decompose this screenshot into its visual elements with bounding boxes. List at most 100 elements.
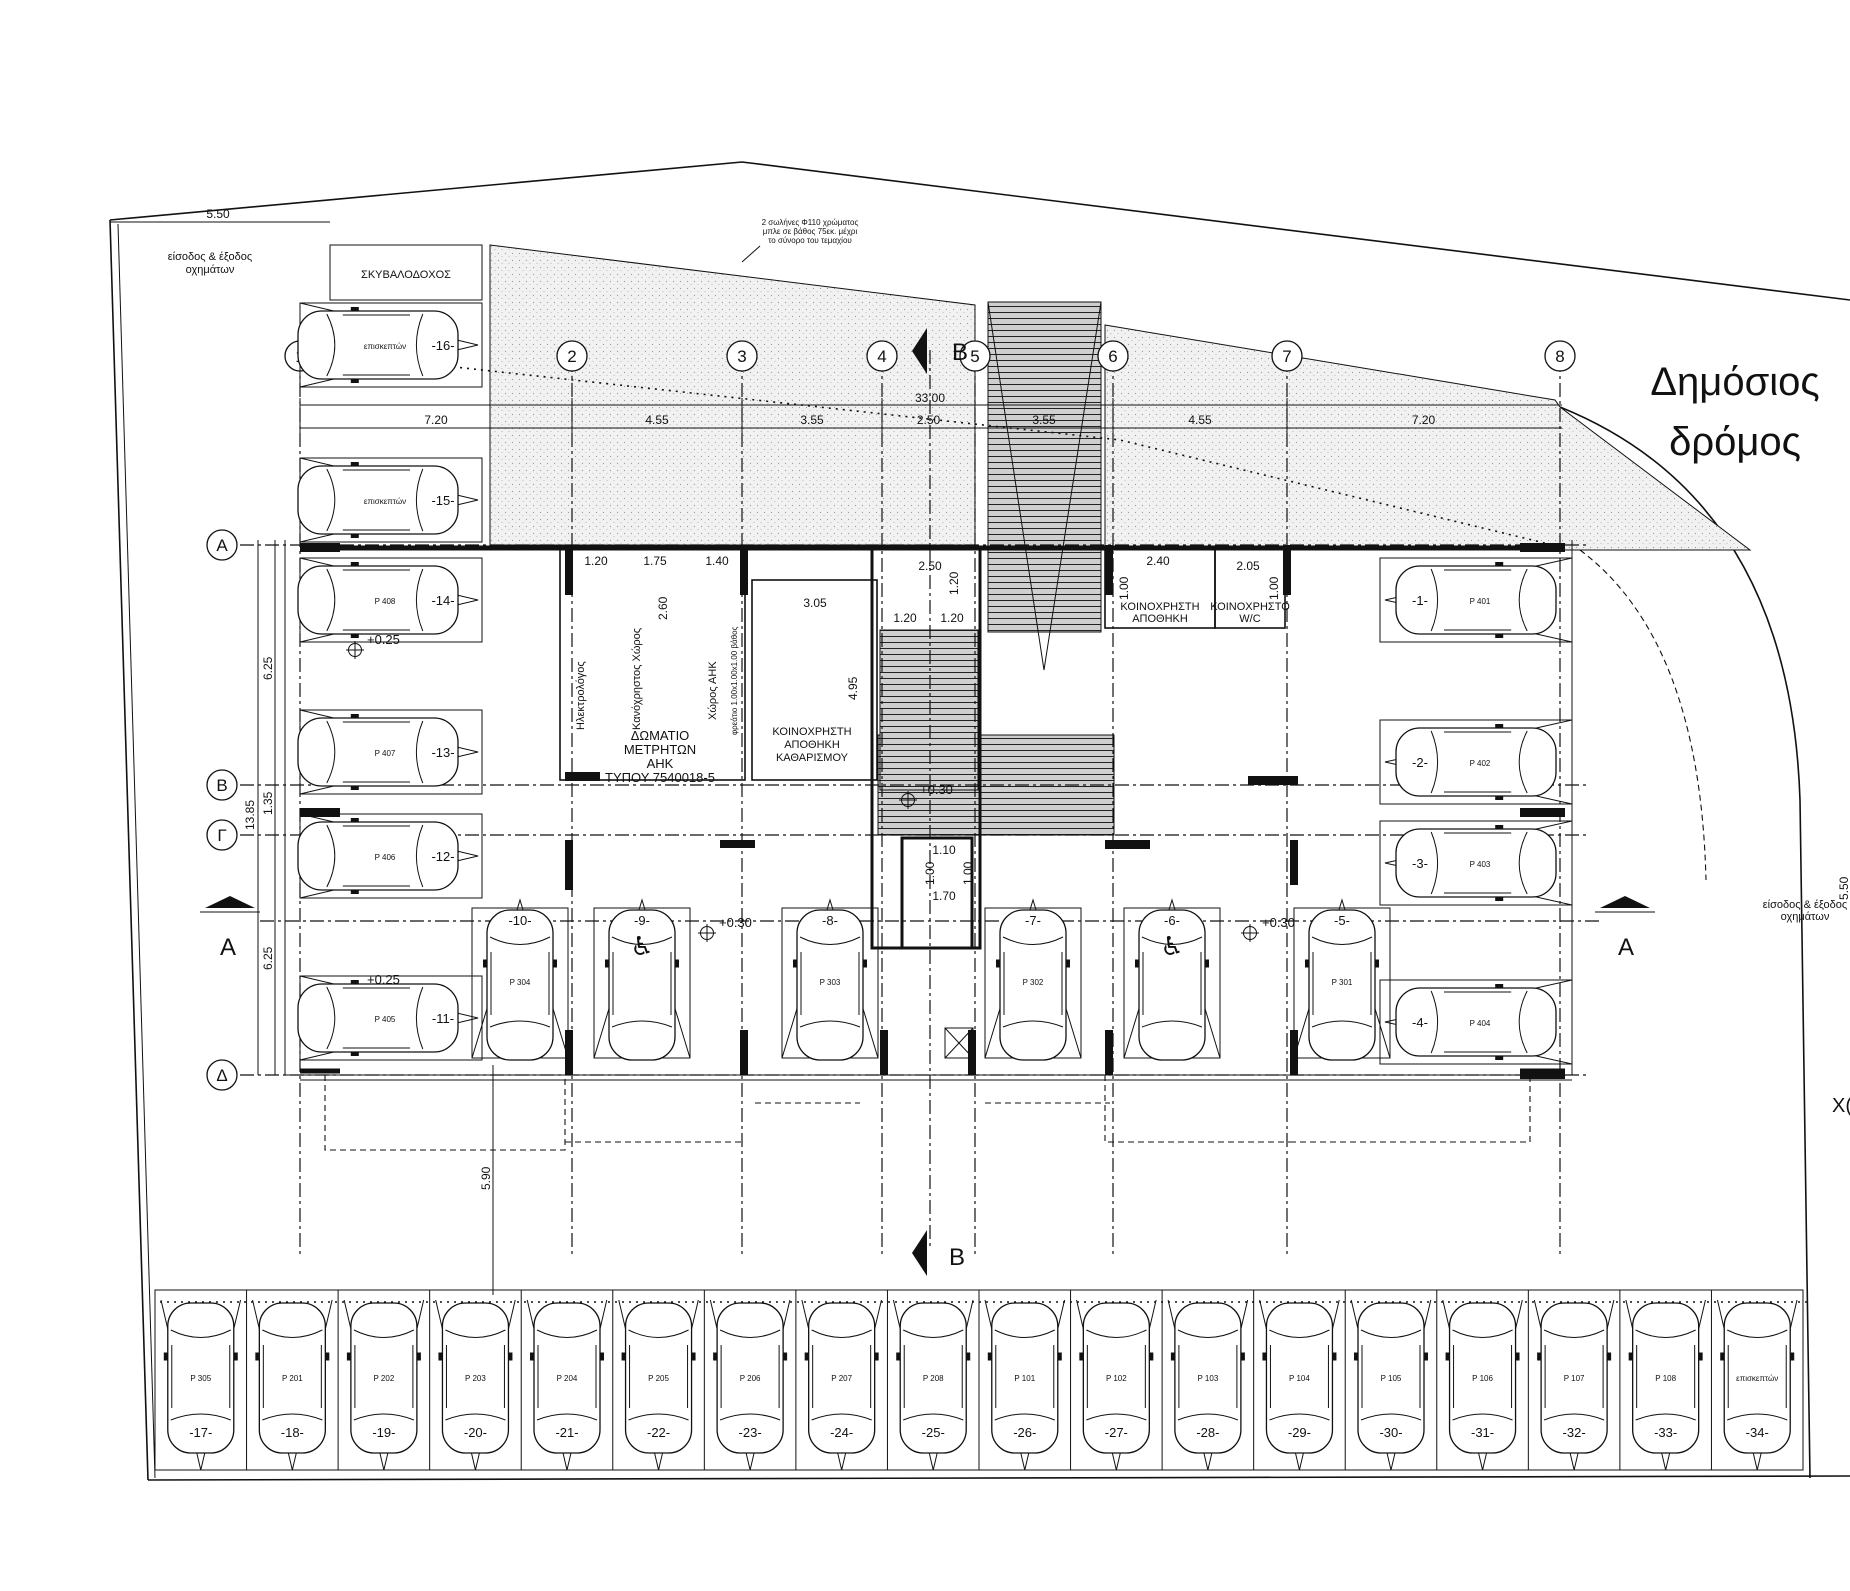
grid-bubble-4 bbox=[866, 340, 898, 372]
parking-space-middle-4: -7-P 302 bbox=[984, 898, 1082, 1061]
parking-space-owner: P 108 bbox=[1655, 1374, 1676, 1383]
parking-space-owner: P 305 bbox=[190, 1374, 211, 1383]
parking-space-number: -34- bbox=[1746, 1425, 1769, 1440]
dim-span-6: 4.55 bbox=[1188, 413, 1212, 427]
dim-span-1: 7.20 bbox=[424, 413, 448, 427]
wheelchair-icon: ♿ bbox=[630, 931, 653, 961]
car-icon bbox=[297, 818, 459, 894]
storage-room-label-2: ΑΠΟΘΗΚΗ bbox=[1132, 613, 1188, 625]
parking-space-bottom-6: P 205-22- bbox=[612, 1290, 699, 1471]
road-label-2: δρόμος bbox=[1669, 420, 1801, 464]
lift-shaft bbox=[900, 836, 974, 950]
plot-boundary-bottom bbox=[147, 1475, 1850, 1481]
grid-bubble-row-2 bbox=[206, 769, 238, 801]
cleaning-room-walls bbox=[751, 579, 878, 781]
car-icon bbox=[1170, 1302, 1245, 1454]
entrance-label-1: είσοδος & έξοδος bbox=[168, 251, 252, 263]
column-4 bbox=[740, 545, 748, 595]
dim-span-5: 3.55 bbox=[1032, 413, 1056, 427]
car-icon bbox=[793, 909, 867, 1061]
grid-number-8: 8 bbox=[1555, 347, 1564, 366]
column-2 bbox=[1520, 543, 1565, 552]
grid-bubble-row-4 bbox=[206, 1059, 238, 1091]
meter-room-label-1: ΔΩΜΑΤΙΟ bbox=[631, 728, 690, 743]
parking-space-owner: P 302 bbox=[1023, 978, 1044, 987]
column-8 bbox=[565, 1030, 573, 1075]
grid-letter-4: Δ bbox=[216, 1066, 227, 1085]
inner-dim-18: 1.00 bbox=[961, 861, 975, 885]
parking-space-bottom-1: P 305 -17- bbox=[160, 1299, 242, 1471]
pipe-note-1: 2 σωλήνες Φ110 χρώματος bbox=[762, 218, 859, 227]
car-icon bbox=[530, 1302, 604, 1454]
parking-space-bottom-18: επισκεπτών-34- bbox=[1710, 1290, 1798, 1471]
entrance-label-right-2: οχημάτων bbox=[1781, 911, 1830, 923]
entrance-label-right-1: είσοδος & έξοδος bbox=[1763, 899, 1847, 911]
side-dim-3: 1.35 bbox=[261, 791, 275, 815]
parking-space-number: -15- bbox=[431, 493, 454, 508]
parking-space-number: -3- bbox=[1412, 856, 1428, 871]
road-curve bbox=[1559, 406, 1811, 1479]
parking-space-owner: επισκεπτών bbox=[364, 497, 406, 506]
inner-dim-14: 1.00 bbox=[1267, 576, 1281, 600]
car-icon bbox=[297, 562, 459, 638]
parking-space-number: -26- bbox=[1013, 1425, 1036, 1440]
parking-space-outline bbox=[1379, 820, 1573, 906]
plot-boundary-inner-left bbox=[117, 223, 156, 1479]
parking-space-bottom-10: P 101-26- bbox=[978, 1290, 1066, 1471]
side-dim-4: 6.25 bbox=[261, 946, 275, 970]
road-label-1: Δημόσιος bbox=[1650, 360, 1819, 404]
parking-space-owner: P 202 bbox=[374, 1374, 395, 1383]
storage-room-label-1: ΚΟΙΝΟΧΡΗΣΤΗ bbox=[1120, 601, 1199, 613]
ahk-space-label: Χώρος ΑΗΚ bbox=[707, 661, 719, 720]
column-18 bbox=[300, 808, 340, 817]
trash-room bbox=[329, 244, 483, 301]
dim-span-2: 4.55 bbox=[645, 413, 669, 427]
parking-space-bottom-15: P 106-31- bbox=[1436, 1290, 1523, 1471]
parking-space-number: -24- bbox=[830, 1425, 853, 1440]
parking-space-owner: P 401 bbox=[1470, 597, 1491, 606]
grid-number-6: 6 bbox=[1108, 347, 1117, 366]
parking-space-number: -25- bbox=[922, 1425, 945, 1440]
section-mark-b-top: B bbox=[912, 328, 968, 374]
parking-space-owner: P 208 bbox=[923, 1374, 944, 1383]
grid-letter-2: Β bbox=[216, 776, 227, 795]
grid-bubble-8 bbox=[1544, 340, 1576, 372]
setback-line bbox=[299, 349, 1566, 549]
trash-room-label: ΣΚΥΒΑΛΟΔΟΧΟΣ bbox=[361, 269, 451, 281]
column-6 bbox=[720, 840, 755, 848]
column-17 bbox=[1520, 808, 1565, 817]
car-icon bbox=[1395, 825, 1557, 901]
cleaning-room-label-1: ΚΟΙΝΟΧΡΗΣΤΗ bbox=[772, 726, 851, 738]
parking-space-outline bbox=[1379, 557, 1573, 643]
car-icon bbox=[1354, 1302, 1428, 1454]
parking-space-bottom-16: P 107-32- bbox=[1527, 1290, 1615, 1471]
car-icon bbox=[1135, 909, 1209, 1061]
inner-dim-10: 1.20 bbox=[940, 611, 964, 625]
car-icon bbox=[297, 714, 459, 790]
garden-area-right bbox=[1104, 324, 1752, 551]
parking-space-number: -32- bbox=[1563, 1425, 1586, 1440]
car-icon bbox=[1395, 984, 1557, 1060]
level-label-1: +0.25 bbox=[367, 632, 400, 647]
parking-space-right-2: P 402-2- bbox=[1379, 719, 1573, 805]
parking-spaces: επισκεπτών-16-επισκεπτών-15-P 408-14-P 4… bbox=[160, 302, 1798, 1471]
parking-space-number: -2- bbox=[1412, 755, 1428, 770]
electrician-label: Ηλεκτρολόγος bbox=[575, 661, 587, 730]
parking-space-owner: P 105 bbox=[1381, 1374, 1402, 1383]
section-mark-a-left: A bbox=[200, 896, 260, 961]
parking-space-owner: P 102 bbox=[1106, 1374, 1127, 1383]
car-icon bbox=[438, 1302, 513, 1454]
wheelchair-icon: ♿ bbox=[1160, 931, 1183, 961]
column-1 bbox=[300, 543, 340, 552]
parking-space-left-6: P 405-11- bbox=[297, 975, 483, 1061]
parking-space-number: -29- bbox=[1288, 1425, 1311, 1440]
parking-space-number: -14- bbox=[431, 593, 454, 608]
car-icon bbox=[346, 1302, 421, 1454]
grid-number-7: 7 bbox=[1282, 347, 1291, 366]
car-icon bbox=[1305, 909, 1379, 1061]
parking-space-owner: P 205 bbox=[648, 1374, 669, 1383]
parking-space-number: -17- bbox=[189, 1425, 212, 1440]
inner-dim-8: 1.20 bbox=[947, 571, 961, 595]
parking-space-owner: P 403 bbox=[1470, 860, 1491, 869]
